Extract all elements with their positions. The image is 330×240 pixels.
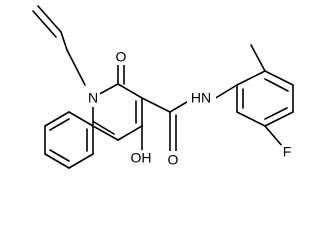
c4a-to-c8a-double-bond-a: [92, 125, 119, 141]
structure-canvas: N O HN O OH F: [32, 5, 294, 169]
fluorine-label-background: [281, 145, 293, 161]
aryl-bond-2: [264, 70, 294, 86]
c3-to-amide-carbon-bond: [141, 97, 171, 113]
benzo-bond-1: [68, 111, 94, 127]
benzo-bond-4: [44, 153, 70, 169]
allyl-terminal-double-bond-b: [32, 10, 57, 38]
allyl-middle-bond: [60, 31, 68, 51]
fluorine-label: F: [283, 144, 292, 160]
carbonyl-to-c3-bond: [117, 83, 143, 99]
amide-oxygen-label: O: [168, 152, 179, 168]
benzo-bond-2: [44, 111, 70, 127]
c4-to-c4a-bond: [117, 125, 143, 141]
ring-nitrogen-label: N: [88, 90, 98, 106]
allyl-terminal-double-bond-a: [37, 5, 62, 33]
aryl-bond-1: [236, 70, 266, 86]
amide-oxygen-label-background: [166, 151, 180, 169]
aryl-bond-5: [236, 111, 266, 127]
allyl-to-nitrogen-bond: [66, 49, 86, 86]
c4a-to-c8a-double-bond-b: [93, 121, 115, 135]
benzo-bond-5: [68, 153, 94, 169]
hydroxyl-label: OH: [131, 150, 152, 166]
hydroxyl-label-background: [126, 150, 156, 168]
aryl-bond-4: [264, 111, 294, 127]
amide-nh-label: HN: [191, 90, 211, 106]
benzo-inner-bond-4: [49, 149, 70, 162]
aryl-inner-bond-4: [264, 107, 288, 120]
ring-carbonyl-oxygen-label: O: [116, 49, 127, 65]
nitrogen-label-background: [86, 91, 100, 107]
ring-oxygen-label-background: [114, 49, 128, 65]
aryl-inner-bond-2: [264, 78, 289, 92]
nh-to-aryl-bond: [213, 84, 238, 100]
methyl-bond: [250, 44, 266, 72]
amide-nh-label-background: [187, 90, 216, 108]
fluoro-bond: [264, 125, 284, 148]
benzo-inner-bond-2: [49, 118, 70, 131]
chemical-structure-diagram: N O HN O OH F: [32, 5, 294, 169]
